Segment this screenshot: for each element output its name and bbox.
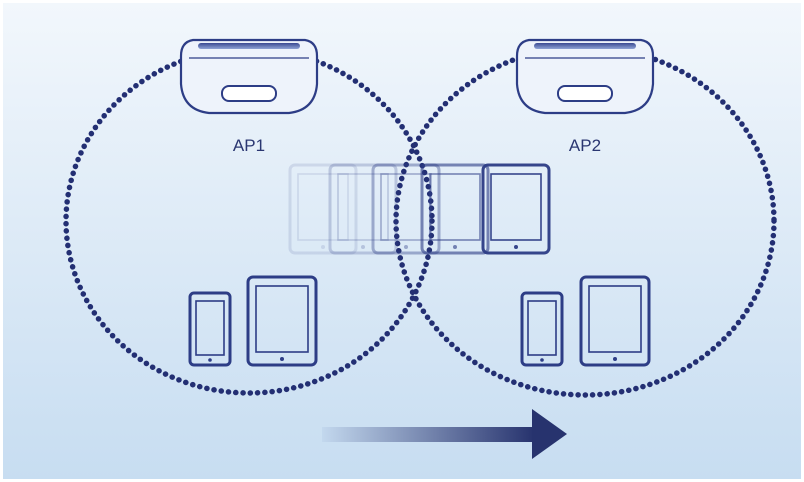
- ap2-tablet-icon: [579, 275, 651, 367]
- ap1-device-group: [188, 275, 318, 367]
- arrow-right-icon: [322, 409, 567, 459]
- ap1-phone-icon: [188, 291, 232, 367]
- roaming-tablet-frame-4: [420, 163, 490, 255]
- ap1-label: AP1: [233, 136, 265, 155]
- ap2-router-icon: [515, 38, 655, 115]
- background-panel: [3, 3, 801, 479]
- roaming-trail: [288, 163, 551, 255]
- roaming-tablet-frame-1: [288, 163, 358, 255]
- roaming-tablet-frame-3: [371, 163, 441, 255]
- ap2-label: AP2: [569, 136, 601, 155]
- ap1-router-icon: [179, 38, 319, 115]
- ap2-device-group: [520, 275, 651, 367]
- ap1-coverage-circle: [63, 46, 435, 396]
- ap1-tablet-icon: [246, 275, 318, 367]
- roaming-tablet-frame-2: [328, 163, 398, 255]
- ap2-phone-icon: [520, 291, 564, 367]
- roaming-tablet-frame-5: [481, 163, 551, 255]
